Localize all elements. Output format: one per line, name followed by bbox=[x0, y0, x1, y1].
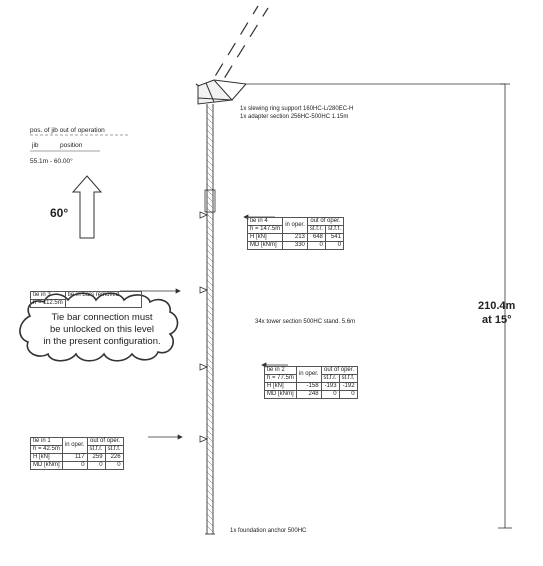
tie2-md-sff: 0 bbox=[338, 390, 358, 399]
tie2-h-sff: -192 bbox=[338, 382, 358, 391]
tie1-table: tie in 1 in oper. out of oper. h = 42.5m… bbox=[30, 437, 124, 470]
jib-position-range: 55.1m - 60.00° bbox=[30, 158, 73, 165]
tie4-h-sfr: 648 bbox=[306, 233, 326, 242]
tie2-table: tie in 2 in oper. out of oper. h = 77.5m… bbox=[264, 366, 358, 399]
tie4-height: h = 147.5m bbox=[246, 225, 284, 234]
tie1-name: tie in 1 bbox=[30, 437, 63, 446]
jib-col-label: jib bbox=[32, 142, 39, 149]
tie4-name: tie in 4 bbox=[246, 217, 284, 226]
tie3-warning: Tie bar connection must be unlocked on t… bbox=[38, 312, 166, 348]
tie2-row-h: H [kN] bbox=[264, 382, 297, 391]
total-height-value: 210.4m bbox=[478, 300, 516, 312]
position-col-label: position bbox=[60, 142, 83, 149]
tie1-h-sfr: 259 bbox=[86, 453, 106, 462]
total-height-angle: at 15° bbox=[482, 314, 512, 326]
tie1-md-sff: 0 bbox=[104, 461, 124, 470]
tie1-h-in: 117 bbox=[61, 453, 88, 462]
tie4-h-in: 213 bbox=[282, 233, 308, 242]
tie3-height: h = 112.5m bbox=[30, 299, 66, 308]
tie1-in-oper: in oper. bbox=[61, 437, 88, 454]
tie3-table: tie in 3 tie-in bars removed h = 112.5m bbox=[30, 291, 143, 308]
climbing-frame bbox=[204, 189, 216, 213]
tie1-sub1: st.f.r. bbox=[86, 445, 106, 454]
tie4-in-oper: in oper. bbox=[282, 217, 308, 234]
tie4-out-oper: out of oper. bbox=[306, 217, 344, 226]
tie2-in-oper: in oper. bbox=[295, 366, 322, 383]
tie4-md-in: 330 bbox=[282, 241, 308, 250]
tie4-sub2: st.f.f. bbox=[324, 225, 344, 234]
foundation-label: 1x foundation anchor 500HC bbox=[230, 528, 307, 534]
tie1-row-md: MD [kNm] bbox=[30, 461, 63, 470]
tie2-h-in: -158 bbox=[295, 382, 322, 391]
tie2-h-sfr: -193 bbox=[320, 382, 340, 391]
height-dimension bbox=[498, 83, 512, 529]
tie4-sub1: st.f.r. bbox=[306, 225, 326, 234]
adapter-label: 1x adapter section 256HC-500HC 1.15m bbox=[240, 114, 349, 120]
tie1-md-sfr: 0 bbox=[86, 461, 106, 470]
tie1-out-oper: out of oper. bbox=[86, 437, 124, 446]
tie3-warning-line3: in the present configuration. bbox=[43, 336, 161, 347]
tie2-row-md: MD [kNm] bbox=[264, 390, 297, 399]
tie3-note: tie-in bars removed bbox=[64, 291, 143, 308]
tie3-warning-line2: be unlocked on this level bbox=[49, 324, 155, 335]
tie2-height: h = 77.5m bbox=[264, 374, 297, 383]
tie4-table: tie in 4 in oper. out of oper. h = 147.5… bbox=[246, 217, 344, 250]
tie1-height: h = 42.5m bbox=[30, 445, 63, 454]
tie2-sub1: st.f.r. bbox=[320, 374, 340, 383]
tower-mast bbox=[205, 104, 215, 535]
tie1-h-sff: 226 bbox=[104, 453, 124, 462]
tower-sections-label: 34x tower section 500HC stand. 5.6m bbox=[255, 319, 356, 325]
tie2-sub2: st.f.f. bbox=[338, 374, 358, 383]
tie1-sub2: st.f.f. bbox=[104, 445, 124, 454]
jib-position-title: pos. of jib out of operation bbox=[30, 127, 105, 134]
slewing-ring-label: 1x slewing ring support 160HC-L/280EC-H bbox=[240, 106, 354, 112]
tie2-name: tie in 2 bbox=[264, 366, 297, 375]
tie1-row-h: H [kN] bbox=[30, 453, 63, 462]
tie4-md-sfr: 0 bbox=[306, 241, 326, 250]
tie4-h-sff: 541 bbox=[324, 233, 344, 242]
tie2-md-in: 248 bbox=[295, 390, 322, 399]
tie4-row-md: MD [kNm] bbox=[246, 241, 284, 250]
tie4-md-sff: 0 bbox=[324, 241, 344, 250]
tie2-out-oper: out of oper. bbox=[320, 366, 358, 375]
tie2-md-sfr: 0 bbox=[320, 390, 340, 399]
tie3-warning-line1: Tie bar connection must bbox=[51, 312, 153, 323]
jib-angle: 60° bbox=[50, 206, 69, 220]
tie1-md-in: 0 bbox=[61, 461, 88, 470]
tie-markers bbox=[199, 211, 209, 443]
jib-direction-arrow bbox=[71, 175, 103, 239]
tie3-name: tie in 3 bbox=[30, 291, 66, 300]
tie4-row-h: H [kN] bbox=[246, 233, 284, 242]
slewing-platform bbox=[197, 79, 247, 105]
